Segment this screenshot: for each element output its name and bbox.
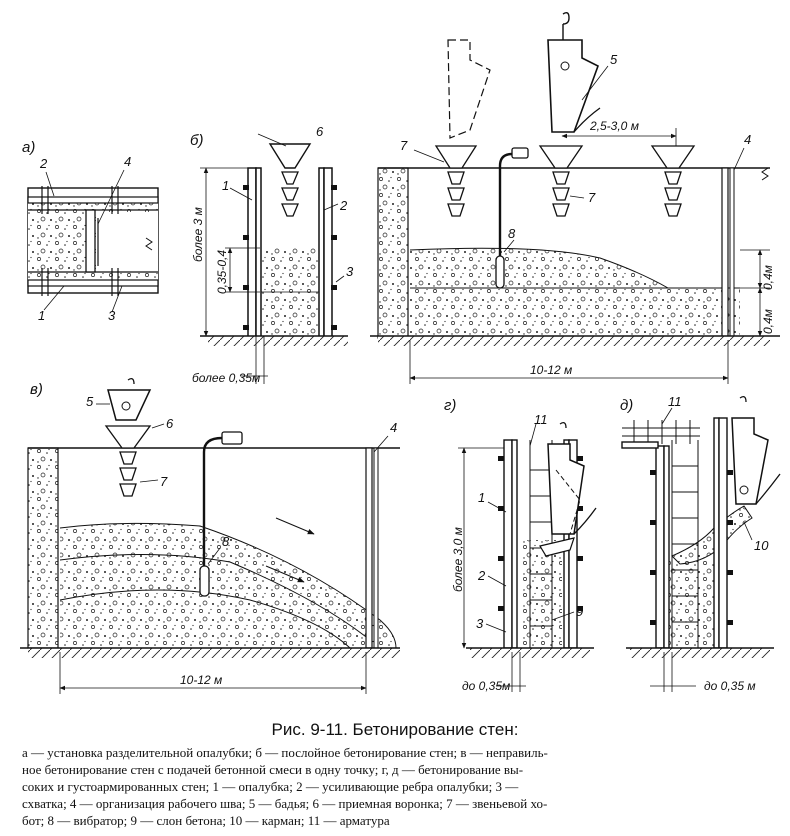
technical-drawing: а) 2 4 1 3 б) [20,11,781,694]
panel-a-letter: а) [22,139,35,156]
callout-v-7: 7 [160,474,168,489]
callout-v-6: 6 [166,416,174,431]
legend-line: схватка; 4 — организация рабочего шва; 5… [22,796,548,811]
callout-g-3: 3 [476,616,484,631]
callout-a-4: 4 [124,154,131,169]
callout-g-2: 2 [477,568,486,583]
dim-b2-spacing: 2,5-3,0 м [589,119,639,133]
callout-v-4: 4 [390,420,397,435]
callout-a-2: 2 [39,156,48,171]
legend-line: а — установка разделительной опалубки; б… [22,745,548,760]
panel-b-long-wall: 2,5-3,0 м 0,4м 0,4м 10-12 м 7 5 7 8 4 [370,11,780,384]
figure-legend: а — установка разделительной опалубки; б… [22,744,774,829]
panel-d: д) [620,394,781,693]
panel-g-letter: г) [444,397,456,414]
callout-a-1: 1 [38,308,45,323]
dim-g-thickness: до 0,35м [462,679,510,693]
dim-v-length: 10-12 м [180,673,222,687]
dim-d-thickness: до 0,35 м [704,679,756,693]
figure-caption: Рис. 9-11. Бетонирование стен: [271,720,519,739]
panel-a: а) 2 4 1 3 [22,139,159,323]
legend-line: ное бетонирование стен с подачей бетонно… [22,762,524,777]
callout-b2-4: 4 [744,132,751,147]
callout-b2-7b: 7 [588,190,596,205]
callout-b-6: 6 [316,124,324,139]
callout-g-11: 11 [534,412,548,427]
callout-b2-8: 8 [508,226,516,241]
panel-b-letter: б) [190,132,203,149]
callout-g-1: 1 [478,490,485,505]
dim-g-height: более 3,0 м [451,527,465,592]
dim-b2-layer-top: 0,4м [761,265,775,290]
callout-b-2: 2 [339,198,348,213]
callout-g-9: 9 [576,604,583,619]
dim-b2-layer-bottom: 0,4м [761,309,775,334]
dim-b-thickness: более 0,35м [192,371,260,385]
callout-v-5: 5 [86,394,94,409]
callout-d-10: 10 [754,538,769,553]
callout-v-8: 8 [222,534,230,549]
dim-b-layer: 0,35-0,4 [215,250,229,294]
callout-a-3: 3 [108,308,116,323]
callout-d-11: 11 [668,394,682,409]
panel-b: б) [190,124,354,385]
panel-d-letter: д) [620,397,633,414]
panel-v-letter: в) [30,381,43,398]
dim-b-height: более 3 м [191,207,205,262]
panel-g: г) [444,397,597,693]
callout-b-3: 3 [346,264,354,279]
callout-b-1: 1 [222,178,229,193]
panel-v: в) [20,378,400,694]
callout-b2-5: 5 [610,52,618,67]
dim-b2-length: 10-12 м [530,363,572,377]
callout-b2-7: 7 [400,138,408,153]
legend-line: бот; 8 — вибратор; 9 — слон бетона; 10 —… [22,813,390,828]
legend-line: соких и густоармированных стен; 1 — опал… [22,779,519,794]
